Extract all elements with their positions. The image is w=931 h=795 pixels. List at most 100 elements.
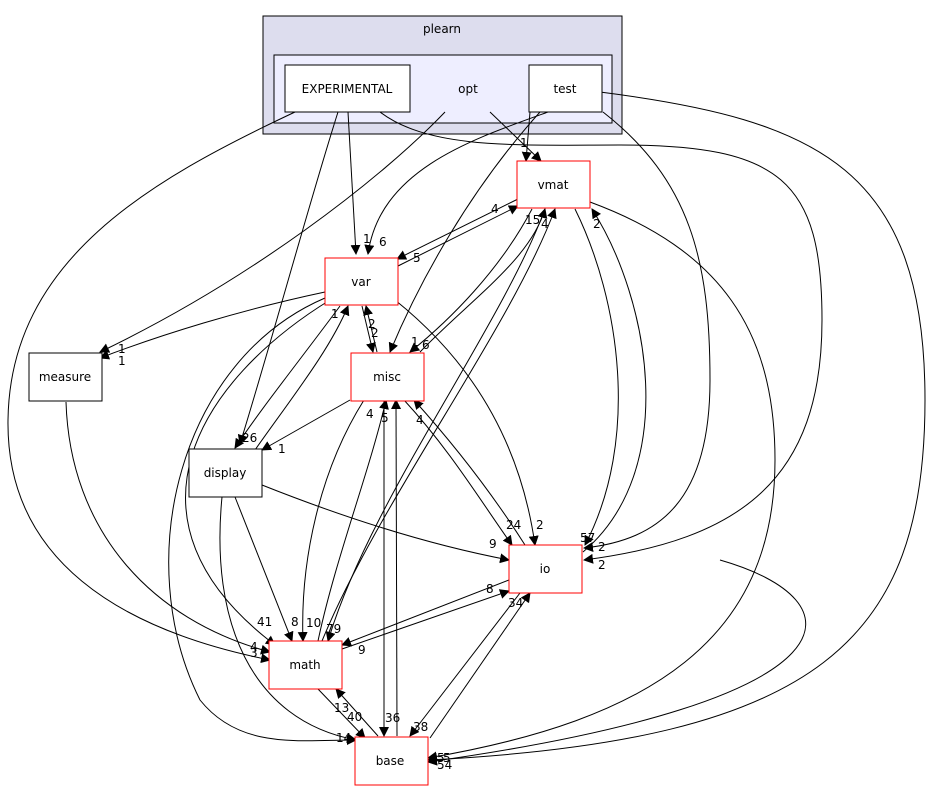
- edge-label: 9: [489, 537, 497, 551]
- cluster-plearn-label: plearn: [423, 22, 461, 36]
- edge-math-base: [317, 688, 366, 739]
- node-display[interactable]: display: [188, 448, 263, 498]
- edge-label: 8: [486, 582, 494, 596]
- edge-opt-measure: [99, 111, 446, 353]
- node-vmat-label: vmat: [538, 178, 569, 192]
- edge-experimental-var: [347, 111, 361, 255]
- edge-display-var: [254, 305, 350, 451]
- node-var-label: var: [351, 275, 370, 289]
- edge-math-io: [341, 589, 510, 650]
- edge-vmat-io: [574, 208, 619, 546]
- node-misc[interactable]: misc: [350, 352, 425, 402]
- edge-label: 2: [598, 540, 606, 554]
- edge-label: 5: [437, 751, 445, 765]
- edge-label: 2: [536, 518, 544, 532]
- edge-misc-var: [363, 305, 378, 353]
- edge-display-base: [219, 496, 357, 744]
- edge-label: 4: [366, 407, 374, 421]
- edge-label: 4: [416, 413, 424, 427]
- edge-label: 9: [358, 643, 366, 657]
- edge-io-base: [409, 592, 521, 737]
- edge-test-io: [583, 111, 711, 553]
- edge-label: 2: [371, 326, 379, 340]
- node-experimental-label: EXPERIMENTAL: [302, 82, 393, 96]
- node-io-label: io: [540, 562, 551, 576]
- edge-experimental-io: [379, 111, 823, 564]
- edge-label: 4: [491, 202, 499, 216]
- node-test-label: test: [553, 82, 576, 96]
- edge-label: 41: [257, 615, 272, 629]
- edge-var-measure: [99, 291, 326, 360]
- edge-label: 6: [422, 338, 430, 352]
- edge-label: 38: [413, 720, 428, 734]
- edge-io-vmat: [582, 208, 647, 553]
- edge-label: 36: [385, 711, 400, 725]
- edge-label: 1: [411, 335, 419, 349]
- node-math-label: math: [289, 658, 320, 672]
- edge-test-base: [427, 91, 926, 765]
- node-io[interactable]: io: [508, 544, 583, 594]
- edge-misc-math: [297, 399, 365, 642]
- edge-label: 5: [381, 411, 389, 425]
- edge-var-display: [234, 305, 341, 449]
- edge-label: 3: [250, 646, 258, 660]
- edge-label: 34: [508, 596, 523, 610]
- edge-label: 5: [413, 251, 421, 265]
- edge-label: 54: [437, 758, 452, 772]
- edge-test-misc: [388, 111, 541, 353]
- edge-misc-vmat: [419, 208, 548, 353]
- edge-vmat-math: [325, 208, 546, 642]
- edge-vmat-base: [427, 201, 776, 762]
- edge-opt-vmat: [489, 111, 542, 162]
- edges: [7, 91, 926, 766]
- edge-label: 57: [580, 531, 595, 545]
- node-measure[interactable]: measure: [28, 352, 103, 402]
- edge-misc-io: [403, 399, 513, 546]
- edge-label: 8: [291, 615, 299, 629]
- edge-display-io: [261, 484, 510, 564]
- edge-label: 6: [379, 235, 387, 249]
- edge-base-misc: [391, 399, 402, 737]
- edge-label: 24: [506, 518, 521, 532]
- edge-test-var: [364, 111, 549, 255]
- node-misc-label: misc: [373, 370, 401, 384]
- edge-var-io: [394, 299, 539, 546]
- edge-base-io: [429, 592, 531, 739]
- edge-var-base: [168, 297, 357, 746]
- node-measure-label: measure: [39, 370, 91, 384]
- node-vmat[interactable]: vmat: [516, 160, 591, 209]
- edge-label: 79: [326, 622, 341, 636]
- edge-extra-base: [427, 559, 807, 766]
- node-test[interactable]: test: [528, 64, 603, 113]
- node-math[interactable]: math: [268, 640, 343, 690]
- edge-label: 5: [443, 751, 451, 765]
- edge-label: 1: [520, 136, 528, 150]
- cluster-opt-label: opt: [458, 82, 478, 96]
- edge-label: 26: [242, 431, 257, 445]
- edge-label: 14: [336, 731, 351, 745]
- edge-label: 13: [334, 701, 349, 715]
- edge-experimental-math: [7, 111, 296, 664]
- edge-label: 2: [368, 317, 376, 331]
- edge-label: 15: [525, 213, 540, 227]
- edge-io-misc: [413, 399, 526, 546]
- edge-display-math: [234, 496, 294, 642]
- edge-misc-display: [261, 399, 351, 451]
- node-base[interactable]: base: [354, 736, 429, 786]
- node-var[interactable]: var: [324, 257, 399, 306]
- edge-test-vmat: [521, 111, 532, 162]
- edge-label: 1: [118, 354, 126, 368]
- edge-label: 10: [306, 616, 321, 630]
- edge-label: 1: [331, 307, 339, 321]
- edge-measure-math: [65, 401, 271, 655]
- edge-experimental-display: [237, 111, 339, 445]
- edge-io-math: [341, 579, 510, 647]
- edge-label: 4: [541, 217, 549, 231]
- edge-label: 1: [118, 342, 126, 356]
- edge-var-vmat: [397, 205, 519, 267]
- node-base-label: base: [376, 754, 405, 768]
- edge-math-misc: [317, 399, 389, 642]
- node-experimental[interactable]: EXPERIMENTAL: [284, 64, 411, 113]
- edge-base-math: [335, 688, 379, 737]
